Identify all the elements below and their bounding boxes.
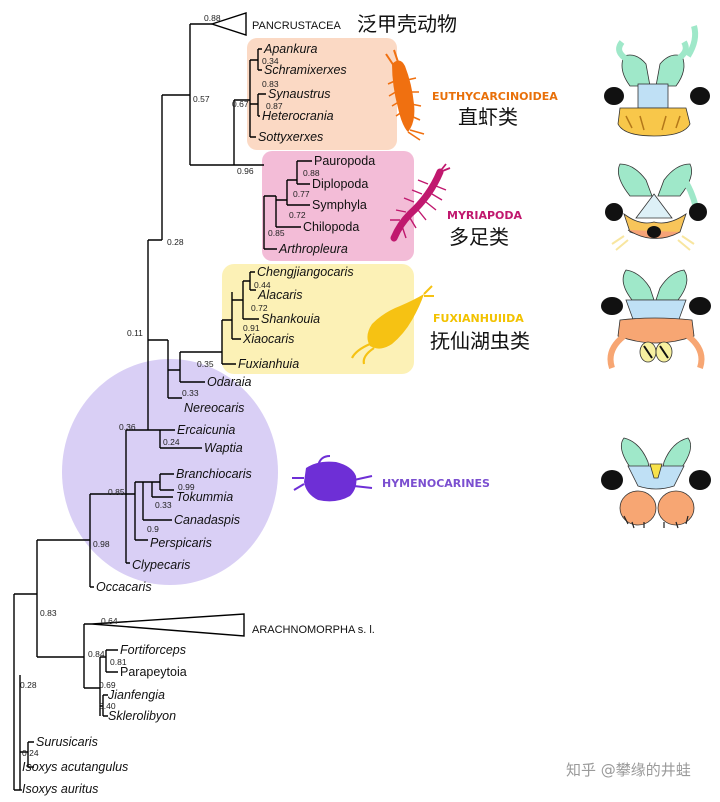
fuxianhuiid-silhouette-icon bbox=[351, 285, 434, 365]
svg-text:0.99: 0.99 bbox=[178, 482, 195, 492]
svg-text:0.64: 0.64 bbox=[101, 616, 118, 626]
svg-text:0.36: 0.36 bbox=[119, 422, 136, 432]
svg-text:0.81: 0.81 bbox=[110, 657, 127, 667]
svg-text:0.72: 0.72 bbox=[289, 210, 306, 220]
taxon-label: Chilopoda bbox=[303, 220, 359, 234]
svg-text:0.35: 0.35 bbox=[197, 359, 214, 369]
taxon-label: Ercaicunia bbox=[177, 423, 235, 437]
myriapoda-highlight bbox=[262, 151, 414, 261]
svg-text:0.34: 0.34 bbox=[262, 56, 279, 66]
head-diagram-fuxianhuiid-icon bbox=[601, 269, 711, 369]
myriapod-silhouette-icon bbox=[390, 163, 451, 242]
euthycarcinoid-silhouette-icon bbox=[385, 49, 425, 141]
euthycarcinoidea-chinese-label: 直虾类 bbox=[458, 105, 518, 129]
taxon-label: Diplopoda bbox=[312, 177, 368, 191]
taxon-label: Fortiforceps bbox=[120, 643, 186, 657]
svg-text:0.28: 0.28 bbox=[20, 680, 37, 690]
hymenocarines-highlight bbox=[62, 359, 278, 585]
taxon-label: Sottyxerxes bbox=[258, 130, 323, 144]
svg-text:0.57: 0.57 bbox=[193, 94, 210, 104]
svg-text:0.88: 0.88 bbox=[204, 13, 221, 23]
taxon-label: Tokummia bbox=[176, 490, 233, 504]
hymenocarine-silhouette-icon bbox=[292, 455, 373, 502]
taxon-label: Clypecaris bbox=[132, 558, 190, 572]
pancrustacea-chinese-label: 泛甲壳动物 bbox=[357, 12, 457, 36]
myriapoda-chinese-label: 多足类 bbox=[449, 225, 509, 249]
svg-text:0.28: 0.28 bbox=[167, 237, 184, 247]
taxon-label: Xiaocaris bbox=[242, 332, 294, 346]
taxon-label: Jianfengia bbox=[107, 688, 165, 702]
svg-text:0.9: 0.9 bbox=[147, 524, 159, 534]
fuxianhuiida-label: FUXIANHUIIDA bbox=[433, 312, 524, 325]
taxon-label: Isoxys acutangulus bbox=[22, 760, 128, 774]
taxon-label: Fuxianhuia bbox=[238, 357, 299, 371]
svg-text:0.83: 0.83 bbox=[40, 608, 57, 618]
taxon-label: Chengjiangocaris bbox=[257, 265, 354, 279]
fuxianhuiida-chinese-label: 抚仙湖虫类 bbox=[430, 329, 530, 353]
taxon-label: Branchiocaris bbox=[176, 467, 252, 481]
svg-text:0.87: 0.87 bbox=[266, 101, 283, 111]
svg-text:0.24: 0.24 bbox=[163, 437, 180, 447]
pancrustacea-label: PANCRUSTACEA bbox=[252, 20, 341, 32]
taxon-label: Odaraia bbox=[207, 375, 252, 389]
taxon-label: Nereocaris bbox=[184, 401, 244, 415]
head-diagram-euthycarcinoid-icon bbox=[604, 25, 710, 137]
head-diagram-hymenocarine-icon bbox=[601, 437, 711, 529]
svg-text:0.83: 0.83 bbox=[262, 79, 279, 89]
svg-text:0.33: 0.33 bbox=[182, 388, 199, 398]
taxon-label: Shankouia bbox=[261, 312, 320, 326]
taxon-label: Pauropoda bbox=[314, 154, 375, 168]
svg-text:0.69: 0.69 bbox=[99, 680, 116, 690]
taxon-label: Apankura bbox=[263, 42, 318, 56]
taxon-labels: PANCRUSTACEA Apankura Schramixerxes Syna… bbox=[22, 20, 375, 796]
taxon-label: Isoxys auritus bbox=[22, 782, 98, 796]
svg-text:0.96: 0.96 bbox=[237, 166, 254, 176]
svg-text:0.44: 0.44 bbox=[254, 280, 271, 290]
taxon-label: Alacaris bbox=[257, 288, 302, 302]
svg-text:0.84: 0.84 bbox=[88, 649, 105, 659]
euthycarcinoidea-highlight bbox=[247, 38, 397, 150]
svg-text:0.77: 0.77 bbox=[293, 189, 310, 199]
taxon-label: Synaustrus bbox=[268, 87, 331, 101]
taxon-label: Heterocrania bbox=[262, 109, 334, 123]
svg-text:0.85: 0.85 bbox=[108, 487, 125, 497]
euthycarcinoidea-label: EUTHYCARCINOIDEA bbox=[432, 90, 558, 103]
taxon-label: Sklerolibyon bbox=[108, 709, 176, 723]
svg-text:0.72: 0.72 bbox=[251, 303, 268, 313]
arachnomorpha-label: ARACHNOMORPHA s. l. bbox=[252, 624, 375, 636]
svg-text:0.40: 0.40 bbox=[99, 701, 116, 711]
taxon-label: Parapeytoia bbox=[120, 665, 187, 679]
taxon-label: Canadaspis bbox=[174, 513, 240, 527]
svg-text:0.24: 0.24 bbox=[22, 748, 39, 758]
taxon-label: Arthropleura bbox=[278, 242, 348, 256]
svg-text:0.33: 0.33 bbox=[155, 500, 172, 510]
svg-text:0.11: 0.11 bbox=[127, 328, 143, 338]
tree-branches bbox=[13, 12, 312, 791]
svg-text:0.85: 0.85 bbox=[268, 228, 285, 238]
taxon-label: Surusicaris bbox=[36, 735, 98, 749]
support-values: 0.88 0.57 0.34 0.83 0.87 0.67 0.96 0.88 … bbox=[20, 13, 320, 758]
svg-text:0.67: 0.67 bbox=[232, 99, 249, 109]
myriapoda-label: MYRIAPODA bbox=[447, 209, 523, 222]
taxon-label: Perspicaris bbox=[150, 536, 212, 550]
svg-text:0.91: 0.91 bbox=[243, 323, 260, 333]
svg-text:0.88: 0.88 bbox=[303, 168, 320, 178]
taxon-label: Waptia bbox=[204, 441, 243, 455]
taxon-label: Occacaris bbox=[96, 580, 152, 594]
head-diagram-myriapod-icon bbox=[605, 163, 707, 251]
taxon-label: Symphyla bbox=[312, 198, 367, 212]
taxon-label: Schramixerxes bbox=[264, 63, 347, 77]
hymenocarines-label: HYMENOCARINES bbox=[382, 477, 490, 490]
svg-text:0.98: 0.98 bbox=[93, 539, 110, 549]
watermark: 知乎 @攀缘的井蛙 bbox=[566, 761, 691, 779]
